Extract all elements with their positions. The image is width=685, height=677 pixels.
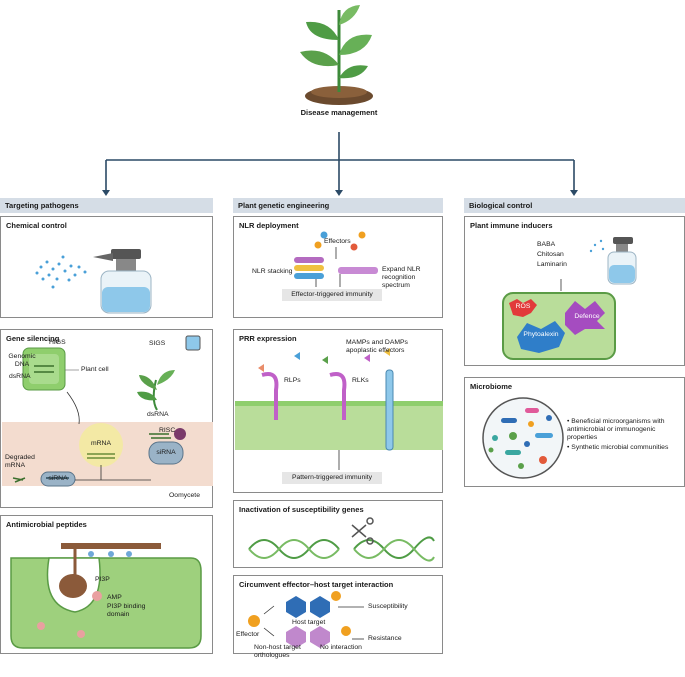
page-title: Disease management <box>300 108 378 117</box>
pi3p-label: PI3P <box>95 576 110 583</box>
gene-silencing-graphic <box>2 335 213 487</box>
spray-bottle-icon <box>35 249 152 314</box>
amp-title: Antimicrobial peptides <box>6 520 87 529</box>
rlks-label: RLKs <box>352 377 369 384</box>
spray-bottle-icon <box>589 237 637 285</box>
nlr-graphic <box>294 231 378 287</box>
microbiome-bullet-1-text: Beneficial microorganisms with antimicro… <box>567 418 665 441</box>
ros-label: ROS <box>515 303 531 310</box>
mamps-label: MAMPs and DAMPs apoplastic effectors <box>346 339 408 354</box>
plant-icon <box>300 5 373 105</box>
prr-expression-panel: PRR expression MAMPs and DAMPs apoplasti… <box>233 329 443 493</box>
amp-graphic <box>10 543 202 649</box>
pi3p-binding-label: PI3P binding domain <box>107 603 146 618</box>
gene-silencing-title: Gene silencing <box>6 334 60 343</box>
sirna-label: siRNA <box>48 475 68 482</box>
prr-graphic <box>235 348 443 470</box>
immune-inducers-panel: Plant immune inducers BABA Chitosan Lami… <box>464 216 685 366</box>
inducers-title: Plant immune inducers <box>470 221 553 230</box>
plant-cell-label: Plant cell <box>81 366 109 373</box>
eti-box: Effector-triggered immunity <box>282 289 382 301</box>
oomycete-label: Oomycete <box>169 492 200 499</box>
microbiome-bullet-1: • Beneficial microorganisms with antimic… <box>567 418 665 441</box>
non-host-label: Non-host target orthologues <box>254 644 301 659</box>
effectors-label: Effectors <box>324 238 351 245</box>
chemical-title: Chemical control <box>6 221 67 230</box>
amp-label: AMP <box>107 594 122 601</box>
microbiome-title: Microbiome <box>470 382 513 391</box>
nlr-stacking-label: NLR stacking <box>252 268 293 275</box>
scissors-icon <box>351 517 374 545</box>
sirna-risc-label: siRNA <box>156 449 176 456</box>
column-header-targeting: Targeting pathogens <box>0 198 213 213</box>
rlps-label: RLPs <box>284 377 301 384</box>
antimicrobial-peptides-panel: Antimicrobial peptides PI3P AMP PI3P bin… <box>0 515 213 654</box>
dna-scissors-graphic <box>248 517 435 562</box>
effector-label: Effector <box>236 631 260 638</box>
circumvent-panel: Circumvent effector–host target interact… <box>233 575 443 659</box>
risc-label: RISC <box>159 427 176 434</box>
inactivation-title: Inactivation of susceptibility genes <box>239 505 364 514</box>
column-header-engineering: Plant genetic engineering <box>233 198 443 213</box>
inducer-item-laminarin: Laminarin <box>537 261 567 268</box>
higs-label: HIGS <box>49 339 66 346</box>
circumvent-title: Circumvent effector–host target interact… <box>239 580 394 589</box>
inducer-item-chitosan: Chitosan <box>537 251 564 258</box>
tree-connectors <box>105 132 575 192</box>
dsrna-sigs-label: dsRNA <box>147 411 169 418</box>
microbiome-panel: Microbiome • Beneficial microorganisms w… <box>464 377 685 487</box>
microbe-icons <box>488 408 553 469</box>
prr-title: PRR expression <box>239 334 297 343</box>
chemical-control-panel: Chemical control <box>0 216 213 318</box>
microbiome-bullet-2: • Synthetic microbial communities <box>567 444 669 451</box>
gene-silencing-panel: Gene silencing HIGS Genomic DNA dsRNA Pl… <box>0 329 213 508</box>
column-header-biocontrol: Biological control <box>464 198 685 213</box>
phytoalexin-label: Phytoalexin <box>523 331 559 338</box>
inactivation-panel: Inactivation of susceptibility genes <box>233 500 443 568</box>
inducers-graphic <box>502 237 637 360</box>
dsrna-label: dsRNA <box>9 373 31 380</box>
nlr-deployment-panel: NLR deployment Effectors NLR stacking Ex… <box>233 216 443 318</box>
inducer-item-baba: BABA <box>537 241 556 248</box>
circumvent-graphic <box>248 591 364 648</box>
susceptibility-label: Susceptibility <box>368 603 408 610</box>
expand-nlr-label: Expand NLR recognition spectrum <box>382 266 421 289</box>
no-interaction-label: No interaction <box>320 644 362 651</box>
pti-box: Pattern-triggered immunity <box>282 472 382 484</box>
host-target-label: Host target <box>292 619 326 626</box>
degraded-mrna-label: Degraded mRNA <box>5 454 35 469</box>
microbiome-bullet-2-text: Synthetic microbial communities <box>571 444 669 451</box>
sigs-label: SIGS <box>149 340 166 347</box>
defence-label: Defence <box>574 313 600 320</box>
mrna-label: mRNA <box>90 440 111 447</box>
microbiome-graphic <box>482 397 564 479</box>
genomic-dna-label: Genomic DNA <box>8 353 36 368</box>
nlr-title: NLR deployment <box>239 221 299 230</box>
resistance-label: Resistance <box>368 635 402 642</box>
